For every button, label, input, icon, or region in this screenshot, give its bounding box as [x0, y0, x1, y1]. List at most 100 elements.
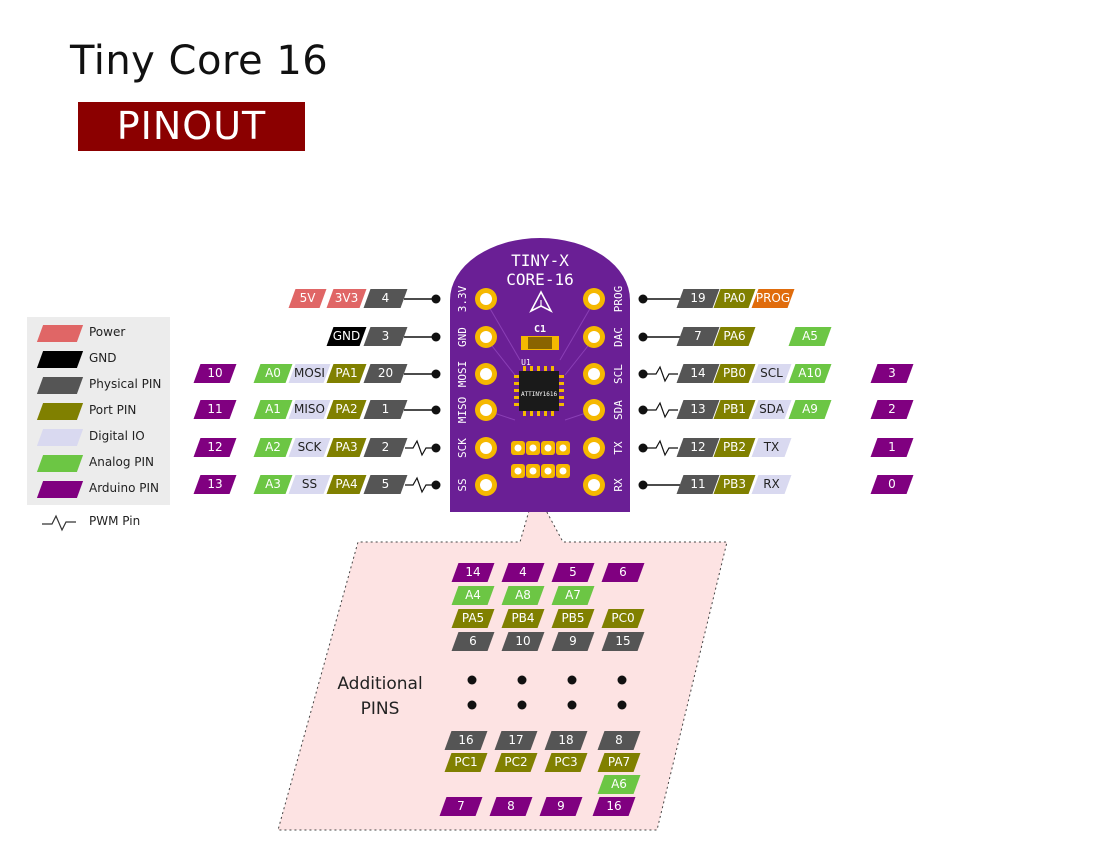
right-pin-2-label-port: PB0	[713, 364, 756, 383]
additional-bottom-arduino-16: 16	[592, 797, 636, 816]
legend-label: Analog PIN	[89, 455, 155, 469]
additional-top-port-PB4: PB4	[501, 609, 545, 628]
ic-part-label: ATTINY1616	[521, 391, 558, 398]
additional-top-physical-10: 10	[501, 632, 545, 651]
right-pin-5-label-physical: 11	[676, 475, 720, 494]
capacitor-label: C1	[534, 324, 546, 335]
right-pin-2-label-physical: 14	[676, 364, 720, 383]
legend-item-gnd: GND	[27, 348, 170, 370]
additional-bottom-arduino-9: 9	[539, 797, 583, 816]
legend-label: Arduino PIN	[89, 481, 160, 495]
right-pin-1-label-port: PA6	[713, 327, 756, 346]
additional-top-analog-A8: A8	[501, 586, 545, 605]
left-pin-4-label-digital: SCK	[288, 438, 331, 457]
right-pin-0-label-physical: 19	[676, 289, 720, 308]
right-arduino-pin-2: 2	[870, 400, 914, 419]
additional-bottom-arduino-8: 8	[489, 797, 533, 816]
right-pin-3-label-port: PB1	[713, 400, 756, 419]
capacitor-body	[528, 337, 552, 349]
additional-pins-label: Additional PINS	[320, 672, 440, 722]
pin-dot	[431, 332, 441, 342]
left-pin-2-label-digital: MOSI	[288, 364, 331, 383]
right-pin-1-label-physical: 7	[676, 327, 720, 346]
board-pin-label-right: TX	[612, 441, 625, 455]
legend-label: GND	[89, 351, 117, 365]
left-pin-5-label-port: PA4	[326, 475, 367, 494]
left-pin-3-label-physical: 1	[363, 400, 408, 419]
left-pin-0-label-physical: 4	[363, 289, 408, 308]
right-arduino-pin-0: 0	[870, 475, 914, 494]
board-pin-label-left: MOSI	[456, 361, 469, 388]
pin-dot	[431, 480, 441, 490]
board-pin-label-right: DAC	[612, 327, 625, 347]
left-pin-0-label-power: 3V3	[326, 289, 367, 308]
legend-item-arduino: Arduino PIN	[27, 478, 170, 500]
right-pin-3-label-physical: 13	[676, 400, 720, 419]
additional-bottom-port-PC3: PC3	[544, 753, 588, 772]
ic-chip	[519, 371, 559, 411]
right-pin-4-label-digital: TX	[751, 438, 792, 457]
right-pin-0-label-port: PA0	[713, 289, 756, 308]
legend-label: Port PIN	[89, 403, 137, 417]
right-pin-3-label-digital: SDA	[751, 400, 792, 419]
additional-pin-dot	[517, 700, 527, 710]
left-pin-4-label-port: PA3	[326, 438, 367, 457]
left-arduino-pin-13: 13	[193, 475, 237, 494]
board-pin-label-right: SCL	[612, 364, 625, 384]
right-pin-0-label-prog: PROG	[751, 289, 795, 308]
board-name-line1: TINY-X	[511, 251, 569, 270]
additional-bottom-analog-A6: A6	[597, 775, 641, 794]
pin-dot	[431, 443, 441, 453]
left-pin-3-label-digital: MISO	[288, 400, 331, 419]
ic-ref-label: U1	[521, 358, 531, 367]
pin-dot	[431, 405, 441, 415]
additional-top-analog-A7: A7	[551, 586, 595, 605]
additional-bottom-arduino-7: 7	[439, 797, 483, 816]
pwm-wave-icon	[42, 514, 76, 532]
left-pin-3-label-analog: A1	[253, 400, 293, 419]
legend-item-port: Port PIN	[27, 400, 170, 422]
left-arduino-pin-11: 11	[193, 400, 237, 419]
additional-bottom-physical-18: 18	[544, 731, 588, 750]
pinout-banner: PINOUT	[78, 102, 305, 151]
legend-item-power: Power	[27, 322, 170, 344]
board-pin-label-right: SDA	[612, 400, 625, 420]
additional-pin-dot	[467, 700, 477, 710]
additional-top-arduino-4: 4	[501, 563, 545, 582]
additional-bottom-physical-17: 17	[494, 731, 538, 750]
additional-bottom-port-PC1: PC1	[444, 753, 488, 772]
right-pin-4-label-physical: 12	[676, 438, 720, 457]
legend-label: Physical PIN	[89, 377, 162, 391]
legend-label: Digital IO	[89, 429, 145, 443]
additional-top-port-PC0: PC0	[601, 609, 645, 628]
additional-top-arduino-5: 5	[551, 563, 595, 582]
board-pin-label-left: SCK	[456, 438, 469, 458]
board-pin-label-left: SS	[456, 478, 469, 491]
pwm-legend: PWM Pin	[40, 512, 180, 532]
additional-top-analog-A4: A4	[451, 586, 495, 605]
right-analog-pin-A10: A10	[788, 364, 832, 383]
right-arduino-pin-1: 1	[870, 438, 914, 457]
pwm-wave-icon	[648, 439, 678, 457]
right-pin-5-label-port: PB3	[713, 475, 756, 494]
board-pin-label-right: PROG	[612, 286, 625, 313]
additional-pin-dot	[617, 675, 627, 685]
board-pin-label-left: MISO	[456, 397, 469, 424]
board-pin-label-left: 3.3V	[456, 285, 469, 312]
additional-bottom-physical-16: 16	[444, 731, 488, 750]
legend-label: Power	[89, 325, 126, 339]
additional-top-physical-15: 15	[601, 632, 645, 651]
page-title: Tiny Core 16	[70, 38, 329, 84]
left-pin-3-label-port: PA2	[326, 400, 367, 419]
right-analog-pin-A5: A5	[788, 327, 832, 346]
right-arduino-pin-3: 3	[870, 364, 914, 383]
pin-dot	[431, 369, 441, 379]
legend-item-physical: Physical PIN	[27, 374, 170, 396]
right-pin-5-label-digital: RX	[751, 475, 792, 494]
additional-pin-dot	[617, 700, 627, 710]
left-pin-5-label-physical: 5	[363, 475, 408, 494]
pwm-wave-icon	[648, 401, 678, 419]
